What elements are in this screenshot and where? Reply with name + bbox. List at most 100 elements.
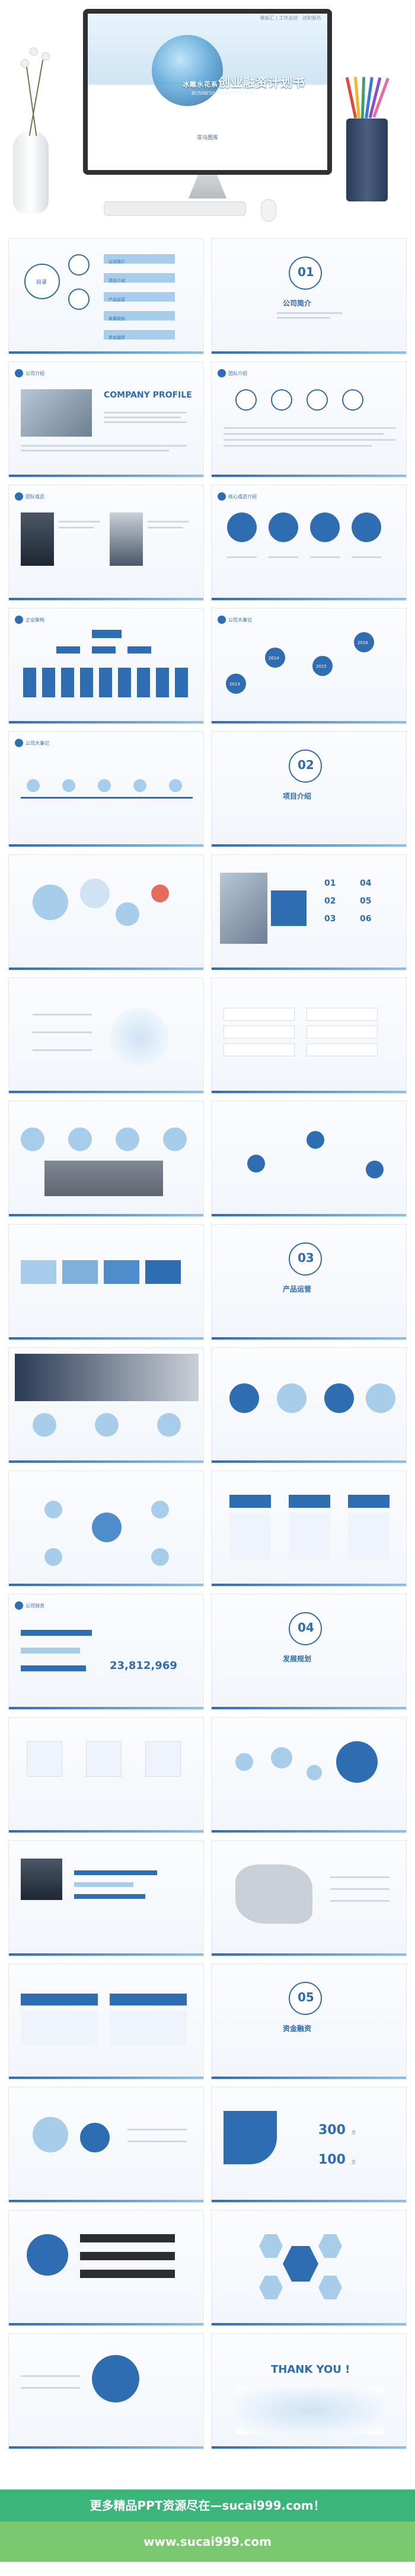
profile-big-title: COMPANY PROFILE [104,390,192,400]
slide-bubble-graph[interactable] [211,1717,407,1833]
slide-finance[interactable]: 公司财务 23,812,969 [8,1594,204,1710]
slide-team-leaders[interactable]: 团队成员 [8,485,204,601]
hero-title-prefix: 冰雕水花系 [183,81,218,88]
monitor-stand [189,175,226,198]
history-year: 2013 [229,682,240,687]
slide-section-05[interactable]: 05 资金融资 [211,1963,407,2080]
building-photo [21,389,92,437]
slide-section-04[interactable]: 04 发展规划 [211,1594,407,1710]
pencil-decoration [360,76,366,119]
vase-decoration [13,130,49,213]
toc-label: 目录 [36,280,47,286]
toc-item: 公司简介 [108,259,125,264]
toc-circle-small [68,289,90,310]
promo-banner-line2[interactable]: www.sucai999.com [0,2521,415,2562]
slide-product-photo[interactable] [8,1347,204,1463]
slide-section-02[interactable]: 02 项目介绍 [211,731,407,847]
section-title: 发展规划 [283,1655,312,1663]
history-year: 2015 [316,664,327,669]
slide-timeline-icons[interactable]: 公司大事记 [8,731,204,847]
screen-top-bar: 模板汇 | 工作总结 · 述职报告 [260,15,321,21]
funding-unit: 万 [352,2130,356,2135]
keyboard-graphic [104,201,246,216]
section-number-circle [289,257,322,290]
slide-section-01[interactable]: 01 公司简介 [211,238,407,354]
section-number: 02 [298,758,314,772]
slide-arrows[interactable] [8,1224,204,1340]
toc-item-box: 发展规划 [104,311,175,321]
slide-heading: 公司大事记 [25,740,49,746]
hero-title: 冰雕水花系创业融资计划书 [183,73,305,90]
toc-circle [24,264,60,299]
toc-item-box: 公司简介 [104,254,175,264]
slide-heading: 公司财务 [25,1603,44,1609]
slide-hexagons[interactable] [211,2210,407,2326]
slide-toc[interactable]: 目录 公司简介 项目介绍 产品运营 发展规划 资金融资 [8,238,204,354]
monitor-screen: 模板汇 | 工作总结 · 述职报告 冰雕水花系创业融资计划书 BUSINESS … [88,14,327,170]
toc-item-box: 产品运营 [104,292,175,302]
monitor-frame: 模板汇 | 工作总结 · 述职报告 冰雕水花系创业融资计划书 BUSINESS … [83,9,332,175]
slide-map[interactable] [211,1840,407,1956]
section-number: 01 [298,265,314,279]
history-year: 2014 [269,656,279,661]
slide-org-chart[interactable]: 企业架构 [8,608,204,724]
section-number: 04 [298,1620,314,1635]
slide-three-columns[interactable] [211,1470,407,1587]
hero-author: 亚马图库 [196,135,218,141]
section-title: 项目介绍 [283,792,312,800]
hero-title-main: 创业融资计划书 [218,75,305,89]
flower-decoration [21,59,29,68]
slide-people[interactable] [8,1101,204,1217]
slide-product-icons[interactable] [211,1347,407,1463]
funding-unit: 万 [352,2160,356,2165]
slide-project-list[interactable]: 01 02 03 04 05 06 [211,854,407,970]
funding-value-2: 100 [318,2152,346,2167]
slide-curve[interactable] [211,1101,407,1217]
slide-company-profile[interactable]: 公司介绍 COMPANY PROFILE [8,361,204,478]
toc-item: 资金融资 [108,335,125,340]
finance-big-value: 23,812,969 [110,1659,177,1672]
slide-two-boxes[interactable] [8,1963,204,2080]
history-year: 2016 [357,640,368,645]
slide-funding-values[interactable]: 300 万 100 万 [211,2087,407,2203]
slide-history[interactable]: 公司大事记 2013 2014 2015 2016 [211,608,407,724]
section-title: 产品运营 [283,1285,312,1293]
toc-item: 项目介绍 [108,278,125,283]
slide-progress[interactable] [8,1840,204,1956]
section-number: 05 [298,1990,314,2004]
slide-heading: 企业架构 [25,617,44,623]
hero-mockup: 模板汇 | 工作总结 · 述职报告 冰雕水花系创业融资计划书 BUSINESS … [0,0,415,237]
slide-flower-diagram[interactable] [8,1470,204,1587]
slide-gray-boxes[interactable] [211,978,407,1094]
funding-value-1: 300 [318,2123,346,2138]
toc-item: 产品运营 [108,297,125,302]
section-number: 03 [298,1251,314,1265]
section-title: 公司简介 [283,299,312,307]
slide-cards[interactable] [8,1717,204,1833]
toc-item-box: 项目介绍 [104,273,175,283]
toc-circle-small [68,254,90,275]
slide-funding-plan[interactable] [8,2210,204,2326]
slide-funding-circles[interactable] [8,2087,204,2203]
flower-decoration [42,52,50,60]
slide-development[interactable] [8,2333,204,2449]
slide-section-03[interactable]: 03 产品运营 [211,1224,407,1340]
toc-item-box: 资金融资 [104,330,175,340]
pencil-cup-decoration [346,118,388,201]
slide-network[interactable] [8,978,204,1094]
slide-heading: 公司大事记 [228,617,252,623]
slide-heading: 团队介绍 [228,370,247,376]
slide-company-intro[interactable]: 团队介绍 [211,361,407,478]
flower-decoration [30,47,38,56]
globe-graphic [152,35,223,106]
hero-subtitle: BUSINESS FINANCING PLAN [191,91,257,96]
section-title: 资金融资 [283,2024,312,2033]
mouse-graphic [261,199,276,222]
slide-project-bubbles[interactable] [8,854,204,970]
promo-banner-line1[interactable]: 更多精品PPT资源尽在—sucai999.com！ [0,2490,415,2521]
slide-heading: 核心成员介绍 [228,494,257,499]
slide-thanks[interactable]: THANK YOU ! [211,2333,407,2449]
toc-item: 发展规划 [108,316,125,321]
slide-core-members[interactable]: 核心成员介绍 [211,485,407,601]
